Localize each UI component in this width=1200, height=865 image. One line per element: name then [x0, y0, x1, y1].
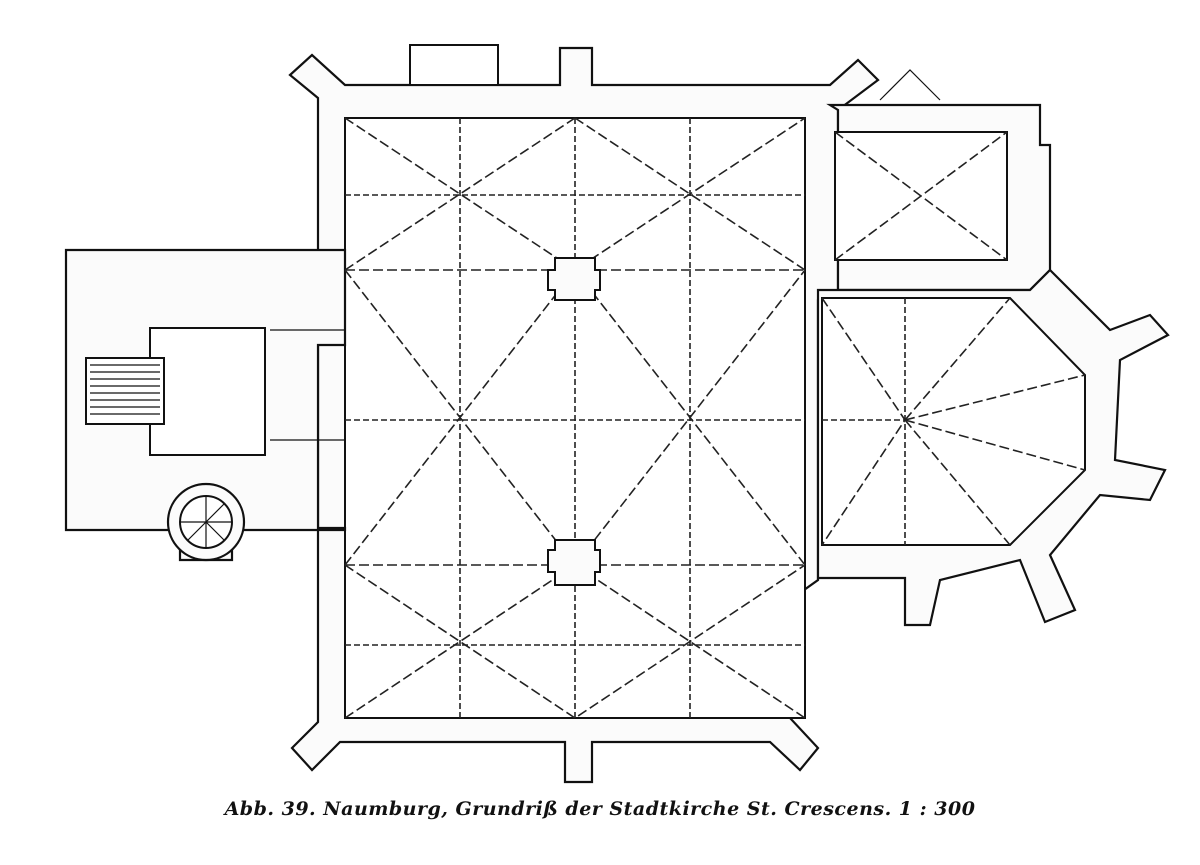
west-tower [64, 248, 347, 562]
nave-walls [288, 46, 880, 784]
church-floor-plan [64, 44, 1170, 784]
figure-caption: Abb. 39. Naumburg, Grundriß der Stadtkir… [224, 798, 976, 820]
stair-flight [90, 364, 160, 415]
piers [547, 257, 601, 586]
spiral-stair [166, 482, 246, 562]
choir [816, 268, 1170, 627]
